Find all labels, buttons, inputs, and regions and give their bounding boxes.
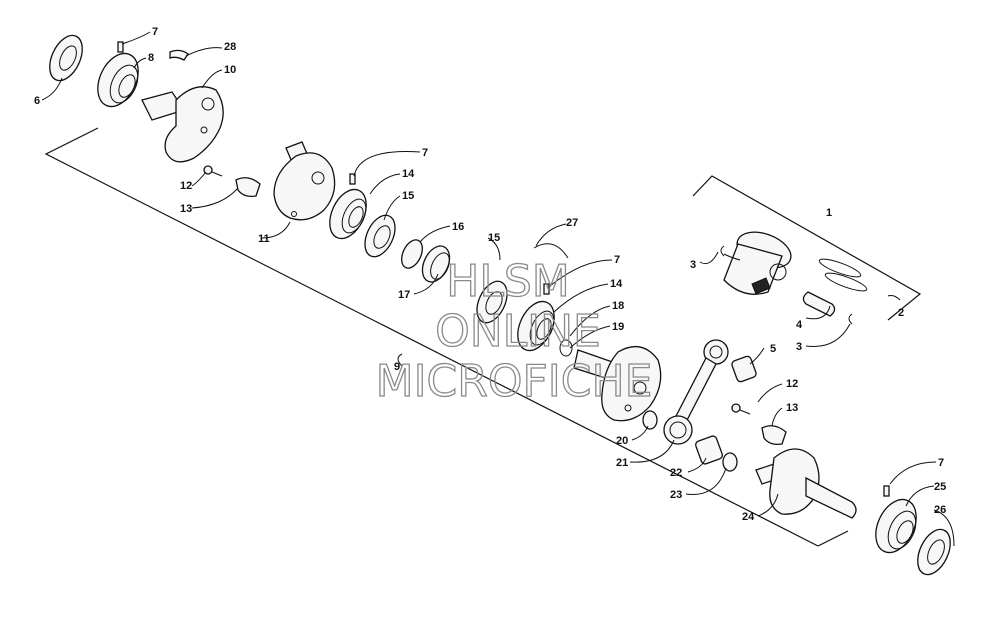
callout-1: 1 [826,207,832,219]
piston [723,231,792,295]
callout-28: 28 [224,41,236,53]
dowel-pin-a [117,41,124,53]
watermark-line-3: MICROFICHE [376,356,653,407]
callout-17: 17 [398,289,410,301]
o-ring [559,339,573,357]
center-bearing-a [329,188,367,240]
callout-7: 7 [152,26,158,38]
labyrinth-seal [401,239,451,283]
callout-10: 10 [224,64,236,76]
callout-11: 11 [258,233,270,245]
crank-half-left [141,86,224,163]
plug-left [235,177,261,198]
callout-21: 21 [616,457,628,469]
callout-7: 7 [422,147,428,159]
dowel-pin-c [543,283,550,295]
circlip-b [848,313,853,325]
big-end-bearing [695,435,723,465]
callout-25: 25 [934,481,946,493]
thrust-washer-b [722,452,738,472]
circlip-a [720,245,725,257]
main-bearing-right [875,498,917,554]
woodruff-key [169,49,189,61]
center-seal-b [476,280,508,324]
callout-2: 2 [898,307,904,319]
oil-seal-left [49,34,83,82]
callout-14: 14 [402,168,415,180]
callout-14: 14 [610,278,623,290]
callout-26: 26 [934,504,946,516]
screw-right [731,403,751,415]
watermark: HLSM ONLINE MICROFICHE [375,255,653,407]
callout-22: 22 [670,467,682,479]
callout-13: 13 [786,402,798,414]
oil-seal-right [917,528,951,576]
callout-3: 3 [690,259,696,271]
callout-9: 9 [394,361,400,373]
callout-6: 6 [34,95,40,107]
crank-half-right [755,448,857,519]
thrust-washer-a [642,410,658,430]
small-end-bearing [731,355,757,383]
callout-19: 19 [612,321,624,333]
watermark-line-2: ONLINE [435,306,601,357]
center-bearing-b [517,300,555,352]
leader-lines [41,31,955,547]
callout-16: 16 [452,221,464,233]
callout-15: 15 [488,232,500,244]
callout-7: 7 [938,457,944,469]
dowel-pin-d [883,485,890,497]
piston-bracket [692,175,922,321]
callout-5: 5 [770,343,776,355]
callout-23: 23 [670,489,682,501]
callout-12: 12 [180,180,192,192]
callout-7: 7 [614,254,620,266]
crank-half-right-center [573,345,662,422]
watermark-line-1: HLSM [446,256,570,307]
callout-8: 8 [148,52,154,64]
callout-12: 12 [786,378,798,390]
assembly-bracket-9 [44,127,849,547]
callout-labels: 7 8 28 10 6 12 13 11 7 14 15 16 27 15 7 … [34,26,946,523]
dowel-pin-b [349,173,356,185]
piston-rings [818,258,868,292]
callout-24: 24 [742,511,755,523]
connecting-rod [663,339,729,445]
crank-half-center [273,141,336,221]
callout-18: 18 [612,300,624,312]
callout-15: 15 [402,190,414,202]
snap-ring [533,243,569,259]
callout-13: 13 [180,203,192,215]
plug-right [761,425,787,446]
callout-4: 4 [796,319,803,331]
callout-20: 20 [616,435,628,447]
callout-27: 27 [566,217,578,229]
center-seal-a [364,214,396,258]
wrist-pin [802,291,836,317]
screw-left [203,165,223,177]
main-bearing-left [97,52,139,108]
callout-3: 3 [796,341,802,353]
